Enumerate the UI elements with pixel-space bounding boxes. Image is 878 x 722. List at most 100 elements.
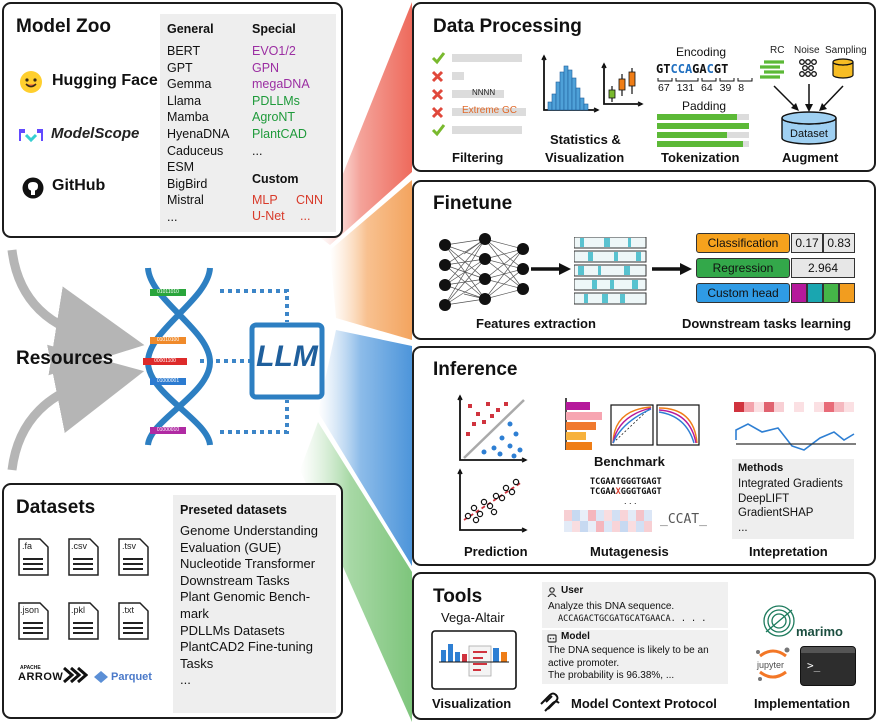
aug-label-sampling: Sampling <box>825 45 867 56</box>
custom-swatch <box>807 283 823 303</box>
chat-model-message: The DNA sequence is likely to be an acti… <box>548 645 709 683</box>
preset-item: ... <box>180 672 191 688</box>
platform-hugging-face[interactable]: Hugging Face <box>52 72 158 89</box>
step-implementation: Implementation <box>754 696 851 711</box>
model-item[interactable]: GPT <box>167 60 193 75</box>
preset-item[interactable]: mark <box>180 605 209 621</box>
step-visualization-tool: Visualization <box>432 696 512 711</box>
model-item[interactable]: EVO1/2 <box>252 44 296 58</box>
chat-user-sequence: ACCAGACTGCGATGCATGAACA. . . . <box>558 614 707 624</box>
jupyter-label: jupyter <box>757 660 785 670</box>
cls-value: 0.83 <box>823 233 855 253</box>
data-processing-title: Data Processing <box>433 16 582 37</box>
custom-model[interactable]: CNN <box>296 193 324 207</box>
methods-box <box>732 459 854 539</box>
preset-item[interactable]: Downstream Tasks <box>180 572 290 588</box>
model-item[interactable]: Caduceus <box>167 143 224 158</box>
step-downstream: Downstream tasks learning <box>682 316 852 331</box>
padding-bars <box>657 114 749 147</box>
model-item[interactable]: HyenaDNA <box>167 126 230 141</box>
custom-model[interactable]: MLP <box>252 193 278 207</box>
model-item: ... <box>167 209 178 224</box>
mcp-label: Model Context Protocol <box>571 696 717 711</box>
arrow-logo: ARROW <box>18 671 64 683</box>
statistics-candlestick <box>601 62 644 107</box>
base: C <box>670 62 678 76</box>
base: G <box>713 62 722 76</box>
head-regression[interactable]: Regression <box>696 258 790 278</box>
user-icon <box>547 587 557 597</box>
general-models: BERT GPT Gemma Llama Mamba HyenaDNA Cadu… <box>167 43 230 226</box>
file-type-label: .txt <box>122 605 135 615</box>
preset-item[interactable]: Tasks <box>180 655 214 671</box>
chat-model-line: The DNA sequence is likely to be an <box>548 645 709 656</box>
file-type-label: .pkl <box>71 605 86 615</box>
modelscope-icon <box>19 129 43 143</box>
model-item[interactable]: PlantCAD <box>252 126 307 141</box>
step-augment: Augment <box>782 150 839 165</box>
model-item[interactable]: BigBird <box>167 176 208 191</box>
file-type-label: .csv <box>71 541 88 551</box>
preset-item[interactable]: Evaluation (GUE) <box>180 539 282 555</box>
preset-item[interactable]: PDLLMs Datasets <box>180 622 285 638</box>
model-zoo-panel: Model Zoo Hugging Face ModelScope GitHub… <box>2 2 343 238</box>
step-interpretation: Intepretation <box>749 544 828 559</box>
tools-panel: Tools Vega-Altair Visualization User Ana… <box>412 572 876 720</box>
chat-model-line: active promoter. <box>548 657 620 669</box>
method-item[interactable]: DeepLIFT <box>738 492 790 505</box>
llm-box <box>249 322 325 400</box>
method-item[interactable]: Integrated Gradients <box>738 478 843 490</box>
mut-seq-2-pre: TCGAA <box>590 487 616 497</box>
custom-header: Custom <box>252 172 299 186</box>
model-item[interactable]: ESM <box>167 160 195 175</box>
filter-tag-gc: Extreme GC <box>462 105 518 116</box>
head-classification[interactable]: Classification <box>696 233 790 253</box>
method-item: ... <box>738 521 748 534</box>
head-custom[interactable]: Custom head <box>696 283 790 303</box>
github-icon <box>22 177 44 199</box>
mut-seq-2-mut: X <box>615 487 621 497</box>
attribution-heatmap <box>734 402 856 451</box>
encoding-title: Encoding <box>676 45 727 59</box>
statistics-histogram <box>541 54 600 113</box>
datasets-title: Datasets <box>16 497 96 518</box>
platform-modelscope[interactable]: ModelScope <box>51 125 140 142</box>
model-zoo-title: Model Zoo <box>16 16 111 37</box>
model-item[interactable]: megaDNA <box>252 77 310 92</box>
augment-graphic <box>760 58 854 145</box>
dna-bar: 00001100 <box>143 358 187 365</box>
step-mutagenesis: Mutagenesis <box>590 544 669 559</box>
vega-chart <box>431 630 517 690</box>
model-item[interactable]: Gemma <box>167 77 212 92</box>
encoding-sequence: GTCCAGACGT <box>656 62 728 76</box>
preset-item[interactable]: Genome Understanding <box>180 523 319 538</box>
finetune-panel: Finetune <box>412 180 876 340</box>
model-item[interactable]: Mamba <box>167 110 209 125</box>
preset-item[interactable]: Plant Genomic Bench- <box>180 589 311 605</box>
methods-list: Integrated Gradients DeepLIFT GradientSH… <box>738 477 843 535</box>
mcp-icon <box>540 692 560 712</box>
encoding-brackets <box>657 78 753 82</box>
method-item[interactable]: GradientSHAP <box>738 507 814 519</box>
fan-orange <box>330 180 412 340</box>
dataset-db-label: Dataset <box>790 128 828 140</box>
mut-logo-text: CCAT <box>667 512 700 527</box>
model-item[interactable]: AgroNT <box>252 110 296 125</box>
model-item[interactable]: PDLLMs <box>252 93 300 108</box>
model-item: ... <box>252 143 263 158</box>
preset-item[interactable]: PlantCAD2 Fine-tuning <box>180 639 313 655</box>
custom-model[interactable]: U-Net <box>252 209 285 223</box>
mut-dots: . . . <box>624 496 637 506</box>
model-item[interactable]: BERT <box>167 44 201 58</box>
dna-bar: 01010100 <box>150 337 186 344</box>
regression-scatter <box>457 468 528 533</box>
model-item[interactable]: Llama <box>167 93 202 108</box>
platform-github[interactable]: GitHub <box>52 177 106 194</box>
model-item[interactable]: Mistral <box>167 193 204 208</box>
datasets-panel: Datasets .fa .csv .tsv .json .pkl .txt A… <box>2 483 343 719</box>
encoding-numbers: 67 131 64 39 8 <box>658 82 745 94</box>
model-item[interactable]: GPN <box>252 60 280 75</box>
model-icon <box>547 634 557 643</box>
preset-item[interactable]: Nucleotide Transformer <box>180 556 316 572</box>
classification-scatter <box>457 394 528 463</box>
